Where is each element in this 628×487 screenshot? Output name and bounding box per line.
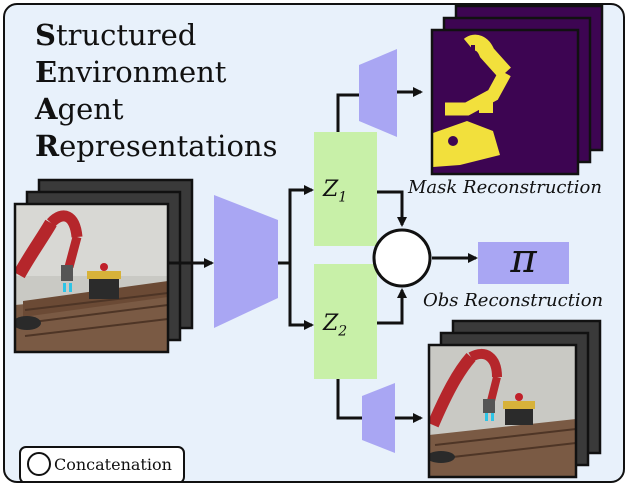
latent-z2-box — [314, 264, 377, 379]
title-line-environment: Environment — [35, 55, 227, 89]
title-line-structured: Structured — [35, 18, 197, 52]
mask-reconstruction-stack — [430, 5, 604, 176]
title-line-agent: Agent — [35, 92, 124, 126]
diagram-arrows — [168, 87, 478, 423]
policy-symbol: π — [510, 236, 537, 282]
obs-reconstruction-stack — [427, 319, 602, 479]
concatenation-node — [372, 228, 432, 288]
legend-box: Concatenation — [19, 446, 185, 481]
latent-z1-label: Z1 — [323, 177, 348, 206]
latent-z2-label: Z2 — [323, 311, 348, 340]
encoder-network — [214, 195, 278, 328]
diagram-frame: Structured Environment Agent Representat… — [3, 3, 625, 483]
diagram-graphics — [13, 5, 604, 479]
concatenation-legend-icon — [27, 452, 51, 476]
obs-frame-front — [429, 345, 576, 477]
obs-reconstruction-caption: Obs Reconstruction — [423, 290, 604, 311]
input-observation-stack — [13, 178, 194, 354]
title-line-representations: Representations — [35, 129, 278, 163]
mask-reconstruction-caption: Mask Reconstruction — [408, 177, 602, 198]
policy-box: π — [478, 236, 569, 284]
latent-z1-box — [314, 132, 377, 246]
obs-decoder-network — [362, 383, 395, 453]
legend-label: Concatenation — [54, 455, 172, 474]
mask-frame-front — [432, 30, 578, 174]
mask-decoder-network — [359, 49, 397, 137]
input-frame-front — [15, 204, 168, 352]
